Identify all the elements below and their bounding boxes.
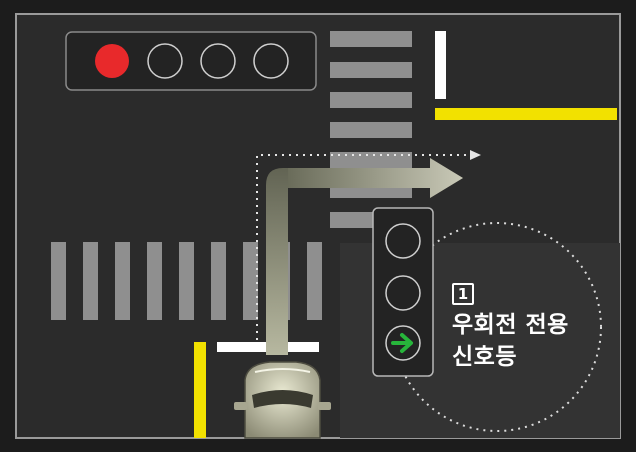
label-line-1: 우회전 전용	[452, 312, 569, 338]
number-badge: 1	[452, 283, 474, 305]
label-line-2: 신호등	[452, 344, 517, 370]
signal-lamp-off	[385, 275, 421, 311]
signal-lamp-off	[147, 43, 183, 79]
stop-line-top-right	[435, 31, 446, 99]
right-turn-signal	[372, 207, 434, 377]
yellow-center-line-right	[435, 108, 617, 120]
signal-lamp-off	[253, 43, 289, 79]
dotted-path-arrowhead	[470, 150, 481, 160]
crosswalk-top	[330, 31, 412, 228]
main-traffic-signal	[65, 31, 317, 91]
green-right-arrow-icon	[391, 333, 413, 353]
yellow-center-line-bottom	[194, 342, 206, 438]
car	[234, 361, 331, 439]
signal-lamp-off	[385, 223, 421, 259]
red-light-lit	[95, 44, 129, 78]
right-turn-arrow	[266, 158, 463, 355]
signal-lamp-off	[200, 43, 236, 79]
signal-label: 1 우회전 전용 신호등	[452, 283, 569, 373]
highlight-circle	[392, 222, 602, 432]
